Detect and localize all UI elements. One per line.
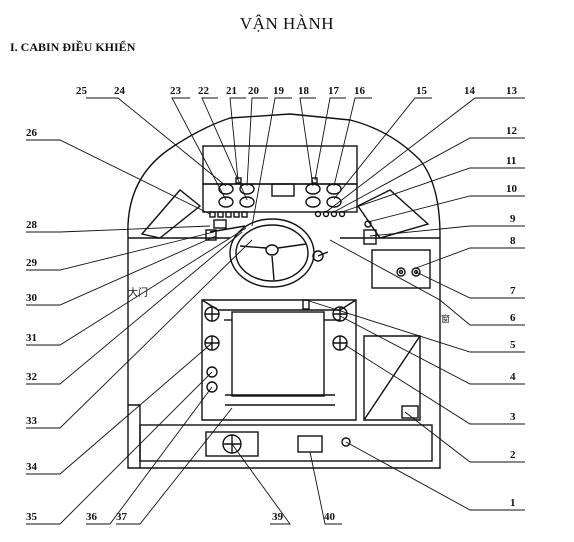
- callout-14: 14: [464, 85, 476, 97]
- callout-1: 1: [510, 497, 516, 509]
- callout-11: 11: [506, 155, 516, 167]
- callout-6: 6: [510, 312, 516, 324]
- door-label: 大门: [128, 286, 148, 299]
- callout-20: 20: [248, 85, 260, 97]
- callout-30: 30: [26, 292, 38, 304]
- cabin-outline: [127, 113, 441, 469]
- callout-29: 29: [26, 257, 38, 269]
- callout-19: 19: [273, 85, 285, 97]
- callout-21: 21: [226, 85, 237, 97]
- bottom-console: [139, 424, 433, 462]
- callout-36: 36: [86, 511, 98, 523]
- callout-35: 35: [26, 511, 38, 523]
- page-title: VẬN HÀNH: [239, 14, 335, 33]
- callout-26: 26: [26, 127, 38, 139]
- callout-13: 13: [506, 85, 518, 97]
- right-side-panel: [371, 249, 431, 289]
- callout-34: 34: [26, 461, 38, 473]
- callout-32: 32: [26, 371, 38, 383]
- callout-40: 40: [324, 511, 336, 523]
- callout-39: 39: [272, 511, 284, 523]
- callout-37: 37: [116, 511, 128, 523]
- section-heading: I. CABIN ĐIỀU KHIỂN: [10, 40, 136, 54]
- callout-23: 23: [170, 85, 182, 97]
- callout-9: 9: [510, 213, 516, 225]
- callout-8: 8: [510, 235, 516, 247]
- callout-5: 5: [510, 339, 516, 351]
- callout-17: 17: [328, 85, 340, 97]
- callout-22: 22: [198, 85, 210, 97]
- callout-33: 33: [26, 415, 38, 427]
- callout-2: 2: [510, 449, 516, 461]
- seat-area: [201, 299, 357, 421]
- callout-12: 12: [506, 125, 518, 137]
- callout-7: 7: [510, 285, 516, 297]
- steering-wheel: [229, 218, 315, 288]
- callout-15: 15: [416, 85, 428, 97]
- callout-25: 25: [76, 85, 88, 97]
- callout-10: 10: [506, 183, 518, 195]
- callout-16: 16: [354, 85, 366, 97]
- window-label: 窗: [441, 313, 450, 324]
- callout-18: 18: [298, 85, 310, 97]
- callout-24: 24: [114, 85, 126, 97]
- callout-28: 28: [26, 219, 38, 231]
- callout-4: 4: [510, 371, 516, 383]
- callout-3: 3: [510, 411, 516, 423]
- callout-31: 31: [26, 332, 37, 344]
